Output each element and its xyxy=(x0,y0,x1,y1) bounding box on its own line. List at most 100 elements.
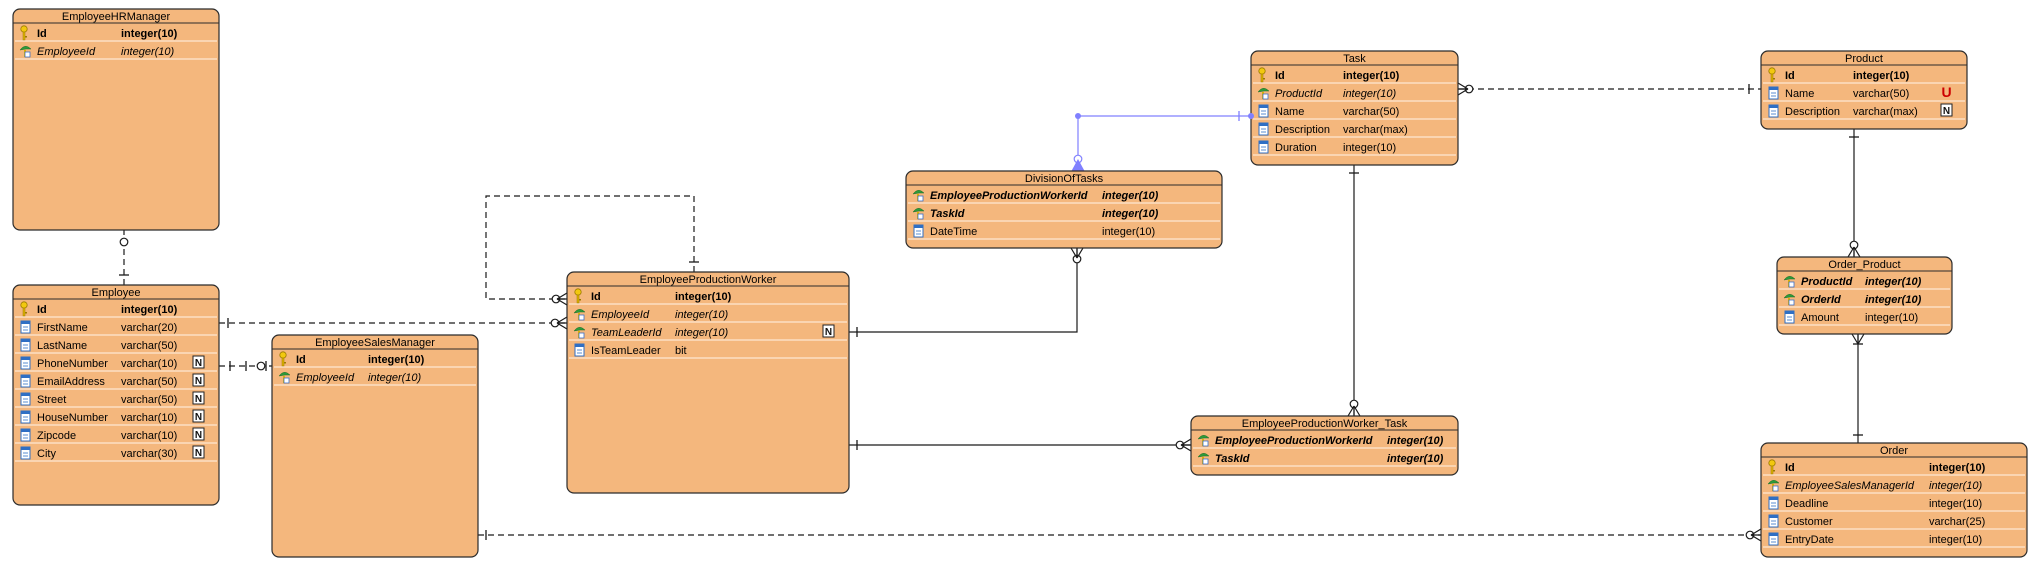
column-row[interactable]: EmailAddress varchar(50) N xyxy=(15,373,217,390)
column-icon xyxy=(1768,86,1779,100)
column-type: integer(10) xyxy=(1387,453,1444,465)
column-row[interactable]: TaskId integer(10) xyxy=(908,208,1220,222)
column-icon xyxy=(20,320,31,334)
nullable-flag-label: N xyxy=(195,376,202,387)
relationship-line[interactable] xyxy=(485,195,695,300)
column-type: varchar(50) xyxy=(121,376,177,388)
column-icon xyxy=(20,392,31,406)
entity-box xyxy=(12,284,220,506)
column-type: integer(10) xyxy=(1929,534,1982,546)
entity-division-of-tasks[interactable]: DivisionOfTasksEmployeeProductionWorkerI… xyxy=(905,170,1223,249)
column-name: OrderId xyxy=(1801,294,1841,306)
column-name: Amount xyxy=(1801,312,1839,324)
primary-key-icon xyxy=(1768,459,1776,475)
selection-layer xyxy=(1075,113,1254,119)
entity-box xyxy=(12,8,220,231)
column-type: integer(10) xyxy=(121,304,178,316)
foreign-key-icon xyxy=(573,327,586,339)
relationship-line[interactable] xyxy=(849,248,1078,333)
selection-handle[interactable] xyxy=(1248,113,1254,119)
entity-employee-production-worker-task[interactable]: EmployeeProductionWorker_TaskEmployeePro… xyxy=(1190,415,1459,476)
column-type: varchar(max) xyxy=(1343,124,1408,136)
column-type: integer(10) xyxy=(121,28,178,40)
foreign-key-icon xyxy=(1197,453,1210,465)
selection-handle[interactable] xyxy=(1075,113,1081,119)
foreign-key-icon xyxy=(19,46,32,58)
column-type: integer(10) xyxy=(1929,498,1982,510)
column-type: varchar(50) xyxy=(1853,88,1909,100)
selected-relationship-line[interactable] xyxy=(1077,115,1251,171)
column-icon xyxy=(20,338,31,352)
nullable-flag: N xyxy=(192,427,205,441)
column-type: integer(10) xyxy=(1102,208,1159,220)
column-type: integer(10) xyxy=(368,372,422,384)
column-icon xyxy=(20,374,31,388)
column-type: varchar(25) xyxy=(1929,516,1985,528)
column-row[interactable]: EmployeeProductionWorkerId integer(10) xyxy=(908,190,1220,204)
entity-title: Employee xyxy=(92,287,141,299)
column-name: TaskId xyxy=(930,208,965,220)
column-type: integer(10) xyxy=(1929,462,1986,474)
column-type: varchar(10) xyxy=(121,358,177,370)
primary-key-icon xyxy=(1768,67,1776,83)
entity-title: EmployeeProductionWorker xyxy=(640,274,777,286)
nullable-flag-label: N xyxy=(1943,106,1950,117)
column-name: City xyxy=(37,448,56,460)
column-name: EmailAddress xyxy=(37,376,105,388)
column-type: varchar(30) xyxy=(121,448,177,460)
entity-title: DivisionOfTasks xyxy=(1025,173,1104,185)
column-name: Id xyxy=(296,354,306,366)
column-name: EmployeeProductionWorkerId xyxy=(930,190,1088,202)
column-name: Name xyxy=(1785,88,1814,100)
column-name: Id xyxy=(1785,70,1795,82)
column-type: varchar(50) xyxy=(121,340,177,352)
nullable-flag: N xyxy=(192,355,205,369)
column-icon xyxy=(1768,104,1779,118)
column-type: integer(10) xyxy=(1102,190,1159,202)
